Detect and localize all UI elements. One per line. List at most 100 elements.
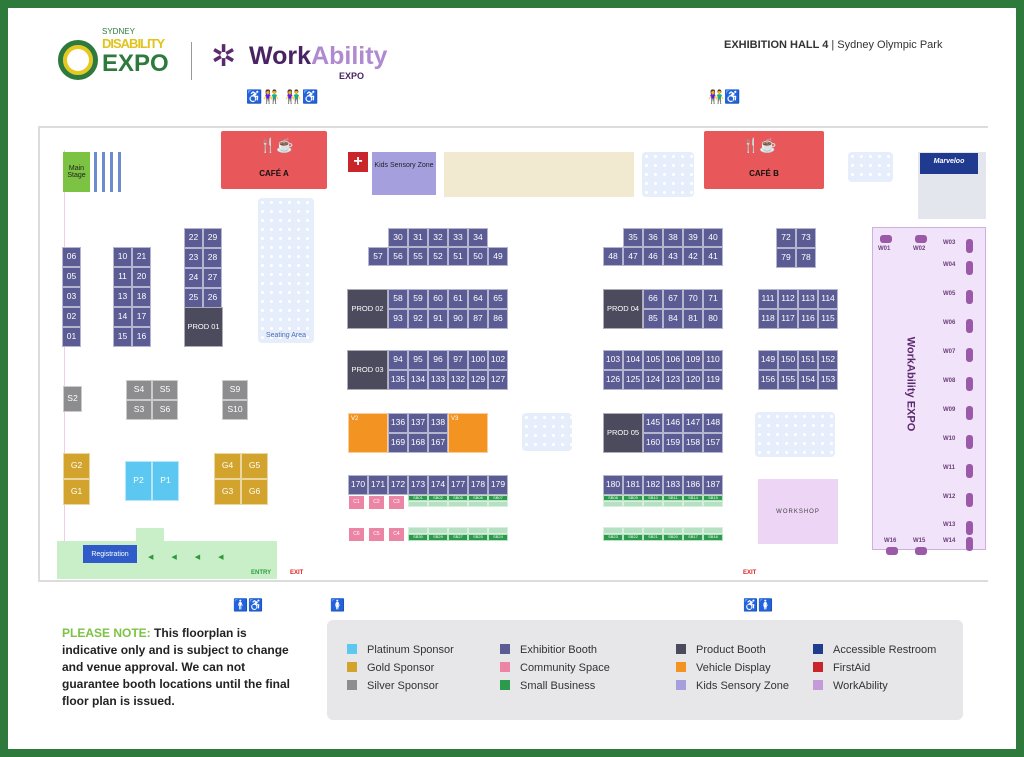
booth[interactable]: 55 (408, 247, 428, 266)
booth[interactable]: 181 (623, 475, 643, 495)
small-business-booth[interactable]: SB06 (468, 495, 488, 501)
small-business-booth[interactable]: SB07 (488, 495, 508, 501)
booth[interactable]: 100 (468, 350, 488, 370)
booth[interactable]: 171 (368, 475, 388, 495)
workability-booth[interactable]: W07 (943, 349, 956, 355)
booth[interactable]: 173 (408, 475, 428, 495)
booth[interactable]: 10 (113, 247, 132, 267)
booth[interactable]: 36 (643, 228, 663, 247)
booth[interactable]: 26 (203, 288, 222, 308)
booth[interactable]: 64 (468, 289, 488, 309)
booth[interactable]: 170 (348, 475, 368, 495)
booth[interactable]: 57 (368, 247, 388, 266)
booth[interactable]: 65 (488, 289, 508, 309)
booth[interactable]: 186 (683, 475, 703, 495)
booth[interactable]: 126 (603, 370, 623, 390)
workability-booth[interactable]: W09 (943, 407, 956, 413)
booth[interactable]: 111 (758, 289, 778, 309)
booth[interactable]: 110 (703, 350, 723, 370)
booth[interactable]: G3 (214, 479, 241, 505)
booth[interactable]: 96 (428, 350, 448, 370)
booth[interactable]: P2 (125, 461, 152, 501)
booth[interactable]: 94 (388, 350, 408, 370)
booth[interactable]: 39 (683, 228, 703, 247)
workability-booth[interactable]: W05 (943, 291, 956, 297)
community-space[interactable]: C6 (349, 528, 364, 541)
booth[interactable]: 35 (623, 228, 643, 247)
booth[interactable]: 73 (796, 228, 816, 248)
booth[interactable]: 84 (663, 309, 683, 329)
workability-booth[interactable]: W06 (943, 320, 956, 326)
booth[interactable]: 40 (703, 228, 723, 247)
booth[interactable]: 87 (468, 309, 488, 329)
booth[interactable]: 125 (623, 370, 643, 390)
community-space[interactable]: C1 (349, 496, 364, 509)
booth[interactable]: 149 (758, 350, 778, 370)
booth[interactable]: 97 (448, 350, 468, 370)
booth[interactable]: 133 (428, 370, 448, 390)
workability-booth[interactable]: W04 (943, 262, 956, 268)
booth[interactable]: 124 (643, 370, 663, 390)
small-business-booth[interactable]: SB05 (448, 495, 468, 501)
booth[interactable]: 103 (603, 350, 623, 370)
booth[interactable]: 152 (818, 350, 838, 370)
community-space[interactable]: C4 (389, 528, 404, 541)
booth[interactable]: 172 (388, 475, 408, 495)
booth[interactable]: 66 (643, 289, 663, 309)
booth[interactable]: G6 (241, 479, 268, 505)
booth[interactable]: 113 (798, 289, 818, 309)
workability-booth[interactable]: W15 (913, 538, 926, 544)
booth[interactable]: 90 (448, 309, 468, 329)
product-booth[interactable]: PROD 04 (603, 289, 643, 329)
booth[interactable]: S5 (152, 380, 178, 400)
booth[interactable]: 15 (113, 327, 132, 347)
booth[interactable]: 102 (488, 350, 508, 370)
booth[interactable]: P1 (152, 461, 179, 501)
booth[interactable]: 72 (776, 228, 796, 248)
booth[interactable]: 178 (468, 475, 488, 495)
booth[interactable]: 145 (643, 413, 663, 433)
booth[interactable]: 160 (643, 433, 663, 453)
small-business-booth[interactable]: SB23 (603, 534, 623, 541)
booth[interactable]: 150 (778, 350, 798, 370)
booth[interactable]: 109 (683, 350, 703, 370)
booth[interactable]: 134 (408, 370, 428, 390)
booth[interactable]: 169 (388, 433, 408, 453)
booth[interactable]: 80 (703, 309, 723, 329)
booth[interactable]: 47 (623, 247, 643, 266)
workability-booth[interactable]: W08 (943, 378, 956, 384)
booth[interactable]: 27 (203, 268, 222, 288)
small-business-booth[interactable]: SB27 (448, 534, 468, 541)
booth[interactable]: 95 (408, 350, 428, 370)
small-business-booth[interactable]: SB09 (623, 495, 643, 501)
vehicle-display[interactable]: V3 (448, 413, 488, 453)
booth[interactable]: 151 (798, 350, 818, 370)
booth[interactable]: 06 (62, 247, 81, 267)
booth[interactable]: 30 (388, 228, 408, 247)
booth[interactable]: 136 (388, 413, 408, 433)
booth[interactable]: 174 (428, 475, 448, 495)
booth[interactable]: 120 (683, 370, 703, 390)
booth[interactable]: 23 (184, 248, 203, 268)
small-business-booth[interactable]: SB14 (683, 495, 703, 501)
booth[interactable]: 137 (408, 413, 428, 433)
small-business-booth[interactable]: SB17 (683, 534, 703, 541)
booth[interactable]: 93 (388, 309, 408, 329)
booth[interactable]: 41 (703, 247, 723, 266)
booth[interactable]: 115 (818, 309, 838, 329)
booth[interactable]: 153 (818, 370, 838, 390)
booth[interactable]: 34 (468, 228, 488, 247)
booth[interactable]: 135 (388, 370, 408, 390)
booth[interactable]: 86 (488, 309, 508, 329)
booth[interactable]: 01 (62, 327, 81, 347)
booth[interactable]: 148 (703, 413, 723, 433)
booth[interactable]: 17 (132, 307, 151, 327)
small-business-booth[interactable]: SB08 (603, 495, 623, 501)
small-business-booth[interactable]: SB22 (623, 534, 643, 541)
booth[interactable]: 49 (488, 247, 508, 266)
booth[interactable]: 129 (468, 370, 488, 390)
small-business-booth[interactable]: SB21 (643, 534, 663, 541)
small-business-booth[interactable]: SB30 (408, 534, 428, 541)
booth[interactable]: 118 (758, 309, 778, 329)
booth[interactable]: 43 (663, 247, 683, 266)
